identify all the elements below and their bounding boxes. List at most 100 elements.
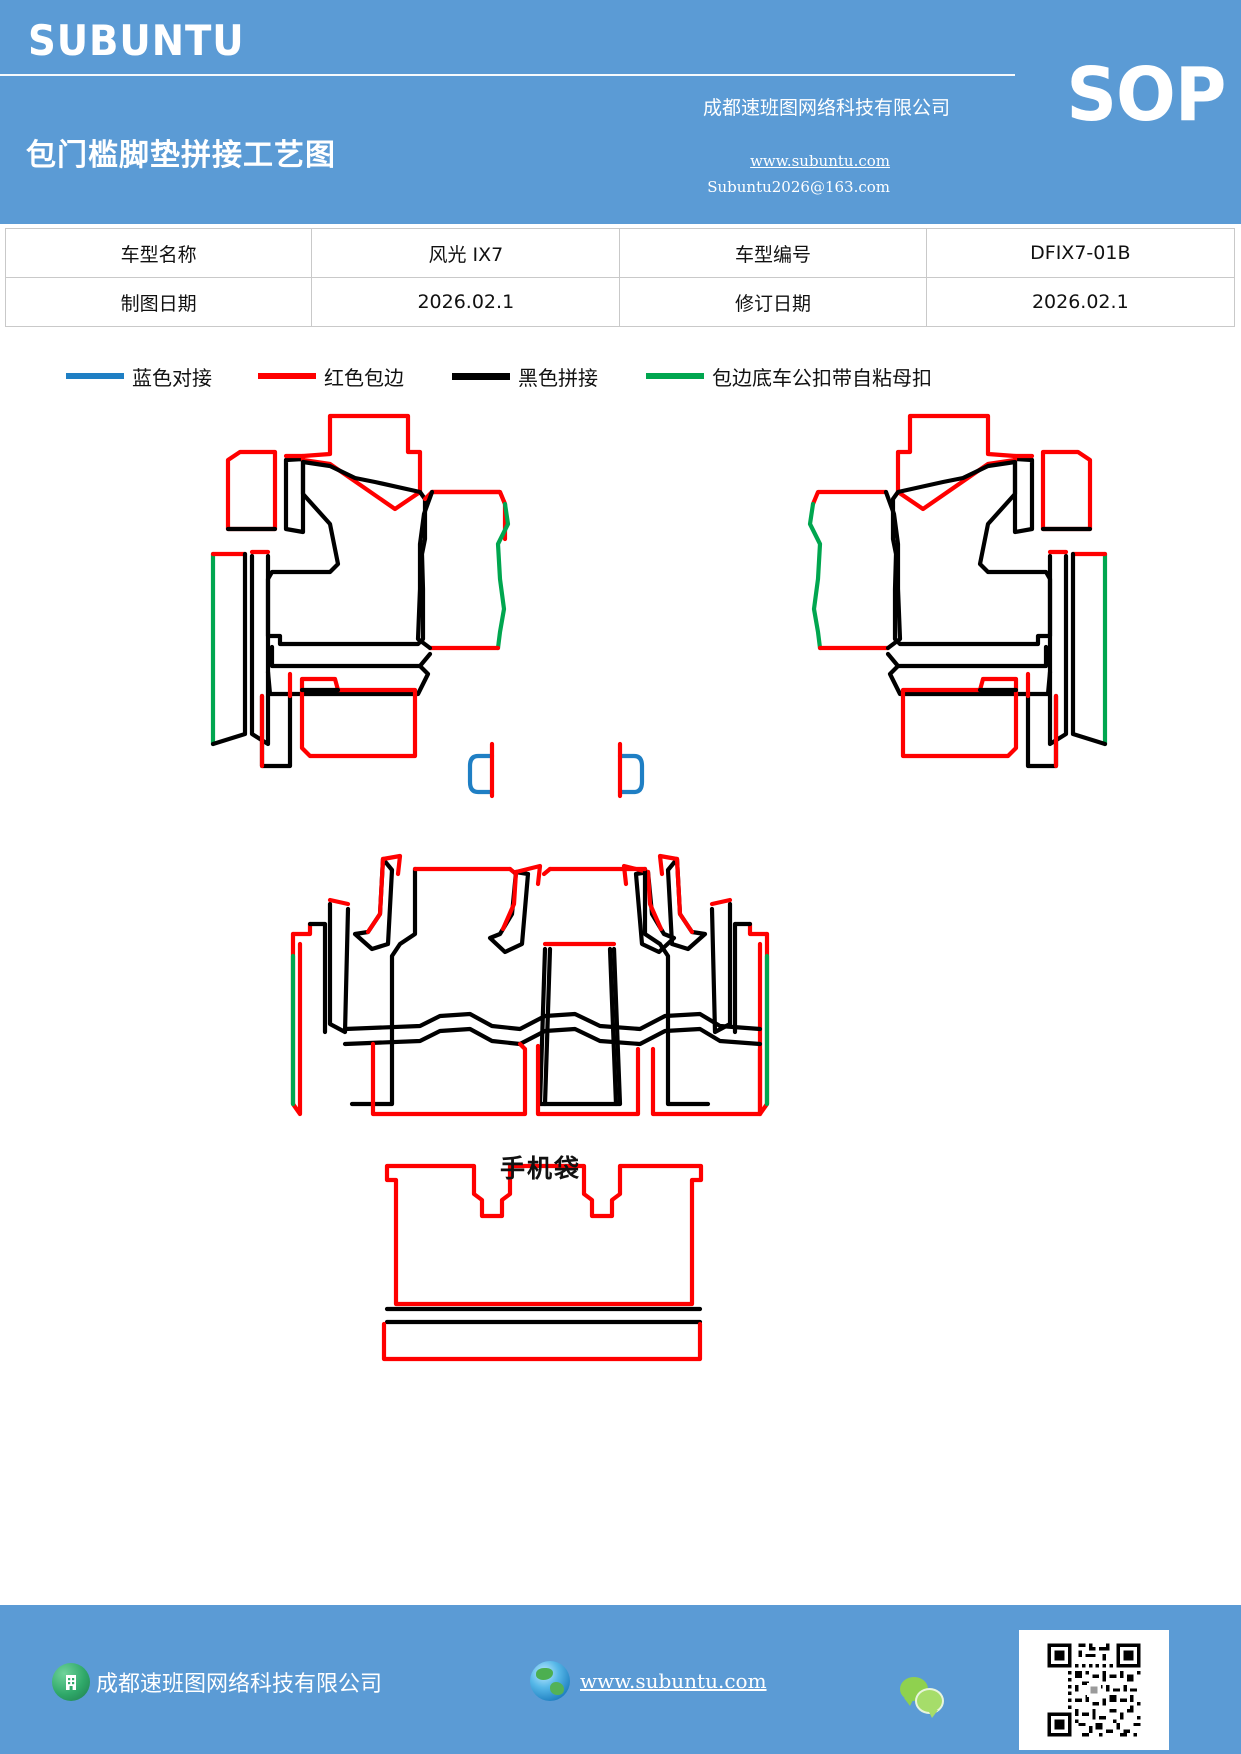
piece-fr-cross-strip-a [885, 644, 1049, 669]
piece-2r-right-hook-black [665, 856, 708, 952]
footer-company-block: 成都速班图网络科技有限公司 [52, 1663, 382, 1701]
piece-fr-sidepad-black [883, 489, 903, 651]
piece-fl-sidepad-red-top [429, 489, 508, 507]
piece-trunk-lower-red [381, 1321, 703, 1362]
piece-2r-midleft-hook-red2 [513, 863, 543, 887]
second-row-mat-assembly [290, 853, 770, 1117]
qr-code [1019, 1630, 1169, 1750]
footer-web-block: www.subuntu.com [530, 1661, 767, 1701]
cell-revise-date-label: 修订日期 [619, 277, 927, 327]
brand-logo: SUBUNTU [28, 16, 245, 65]
piece-fr-sill-black [1070, 551, 1108, 747]
piece-2r-heel-right-red [650, 1046, 763, 1117]
technical-drawing-area: 手机袋 [0, 404, 1241, 1404]
piece-fl-pocket-red [299, 676, 418, 759]
front-right-extra-sill [878, 756, 884, 1004]
piece-fr-pocket-red [900, 676, 1019, 759]
piece-fl-sill-black [210, 551, 248, 747]
legend-item-blue: 蓝色对接 [66, 362, 212, 391]
legend-item-green: 包边底车公扣带自粘母扣 [646, 362, 932, 391]
piece-fr-cross-strip-b [887, 663, 1053, 697]
legend-label-blue: 蓝色对接 [132, 365, 212, 390]
legend-label-black: 黑色拼接 [518, 365, 598, 390]
piece-trunk-upper-red [384, 1163, 704, 1307]
header-email: Subuntu2026@163.com [707, 178, 890, 196]
piece-fl-sidepad-black [415, 489, 435, 651]
line-swatch-red-icon [258, 373, 316, 379]
piece-2r-right-hook-red [674, 856, 695, 935]
piece-2r-left-wedge-red [327, 897, 351, 907]
header-website-link[interactable]: www.subuntu.com [750, 152, 890, 170]
trunk-mat-assembly [381, 1163, 704, 1362]
legend: 蓝色对接 红色包边 黑色拼接 包边底车公扣带自粘母扣 [60, 358, 1070, 394]
mat-pattern-svg [210, 413, 1108, 1362]
legend-item-red: 红色包边 [258, 362, 404, 391]
legend-item-black: 黑色拼接 [452, 362, 598, 391]
header-company-name: 成都速班图网络科技有限公司 [702, 97, 950, 119]
piece-fl-corner-red [225, 449, 278, 532]
piece-2r-outer-sill-top [290, 921, 313, 937]
piece-fr-sidepad-green [807, 501, 823, 651]
cell-model-code-value: DFIX7-01B [925, 228, 1236, 278]
table-row: 制图日期 2026.02.1 修订日期 2026.02.1 [4, 277, 1236, 327]
piece-2r-right-sill-top [747, 921, 770, 937]
piece-2r-outer-sill-black [307, 921, 328, 1035]
piece-fl-main-red-top [422, 489, 508, 542]
sop-badge: SOP [1065, 52, 1226, 138]
legend-label-green: 包边底车公扣带自粘母扣 [712, 365, 932, 390]
piece-2r-heel-left-red [370, 1041, 528, 1117]
piece-2r-right-sill-black [732, 921, 753, 1035]
piece-2r-left-hook-red [365, 856, 386, 935]
cell-model-code-label: 车型编号 [619, 228, 927, 278]
page-header: SUBUNTU 包门槛脚垫拼接工艺图 成都速班图网络科技有限公司 www.sub… [0, 0, 1241, 224]
vehicle-info-table: 车型名称 风光 IX7 车型编号 DFIX7-01B 制图日期 2026.02.… [4, 228, 1236, 327]
front-right-mat-assembly [807, 413, 1108, 769]
wechat-icon [900, 1677, 946, 1718]
footer-company-name: 成都速班图网络科技有限公司 [96, 1672, 383, 1697]
piece-2r-left-wedge [327, 901, 351, 1035]
piece-fl-main-black [265, 459, 428, 647]
building-icon [52, 1663, 90, 1701]
piece-fr-strip [1012, 456, 1035, 535]
front-left-mat-assembly [210, 413, 511, 769]
piece-2r-left-main-black [349, 866, 418, 1107]
phone-pocket-bracket-right [617, 753, 645, 795]
cell-draw-date-value: 2026.02.1 [311, 277, 621, 327]
footer-website-link[interactable]: www.subuntu.com [580, 1669, 767, 1693]
piece-2r-right-hook-red2 [657, 853, 680, 877]
piece-fl-cross-strip-b [265, 663, 431, 697]
piece-2r-left-hook-red2 [380, 853, 403, 877]
line-swatch-black-icon [452, 372, 510, 380]
piece-2r-crossbar-lower [342, 1026, 763, 1047]
piece-2r-right-main-black [642, 866, 711, 1107]
line-swatch-blue-icon [66, 373, 124, 379]
cell-model-name-label: 车型名称 [4, 228, 313, 278]
page-title: 包门槛脚垫拼接工艺图 [26, 138, 336, 173]
phone-pocket-bracket-left [467, 753, 495, 795]
legend-label-red: 红色包边 [324, 365, 404, 390]
piece-fr-corner-red [1040, 449, 1093, 532]
piece-fl-sidepad-green [495, 501, 511, 651]
piece-2r-midleft-hook-red [500, 869, 519, 932]
header-divider [0, 74, 1015, 76]
piece-fl-strip [283, 456, 306, 535]
globe-icon [530, 1661, 570, 1701]
piece-fr-sidepad-red-top [810, 489, 889, 507]
piece-fl-cross-strip-a [269, 644, 433, 669]
phone-pocket-marker [467, 741, 645, 799]
piece-2r-heel-center-red [535, 1043, 641, 1117]
piece-fr-main-black [890, 459, 1053, 647]
piece-2r-center-inner-a [542, 946, 553, 1107]
page-footer: 成都速班图网络科技有限公司 www.subuntu.com [0, 1605, 1241, 1754]
phone-pocket-label: 手机袋 [500, 1154, 582, 1183]
piece-2r-left-hook-black [352, 856, 395, 952]
cell-model-name-value: 风光 IX7 [311, 228, 621, 278]
cell-draw-date-label: 制图日期 [4, 277, 313, 327]
piece-2r-crossbar-upper [342, 1011, 763, 1032]
line-swatch-green-icon [646, 373, 704, 379]
table-row: 车型名称 风光 IX7 车型编号 DFIX7-01B [4, 228, 1236, 278]
piece-2r-right-wedge-red [709, 897, 733, 907]
piece-2r-right-wedge [709, 901, 733, 1035]
piece-2r-midright-hook-red [645, 869, 664, 932]
piece-2r-right-main-red-corner [541, 866, 553, 877]
